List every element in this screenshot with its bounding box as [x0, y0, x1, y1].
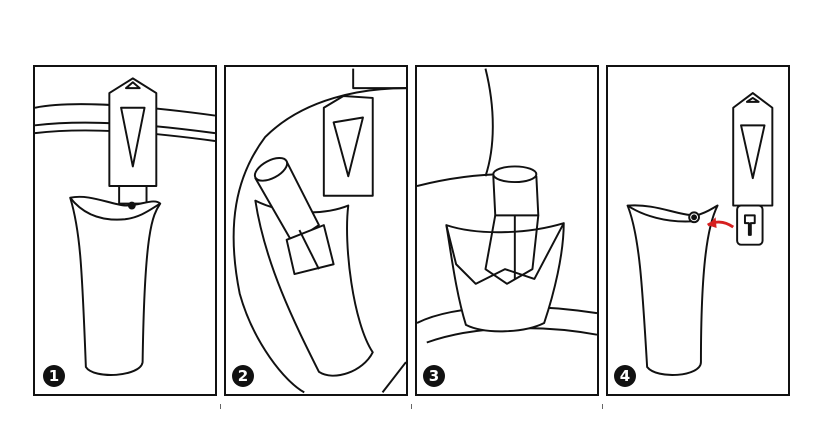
divider-tick: [602, 404, 603, 409]
step-number-badge: 3: [423, 365, 445, 387]
divider-tick: [220, 404, 221, 409]
step-3-illustration: [417, 67, 597, 394]
step-number-badge: 1: [43, 365, 65, 387]
step-1-illustration: [35, 67, 215, 394]
divider-tick: [411, 404, 412, 409]
step-4-illustration: [608, 67, 788, 394]
step-number-badge: 2: [232, 365, 254, 387]
step-3-panel: 3: [415, 65, 599, 396]
step-2-illustration: [226, 67, 406, 394]
step-1-panel: 1: [33, 65, 217, 396]
step-2-panel: 2: [224, 65, 408, 396]
step-4-panel: 4: [606, 65, 790, 396]
step-number-badge: 4: [614, 365, 636, 387]
